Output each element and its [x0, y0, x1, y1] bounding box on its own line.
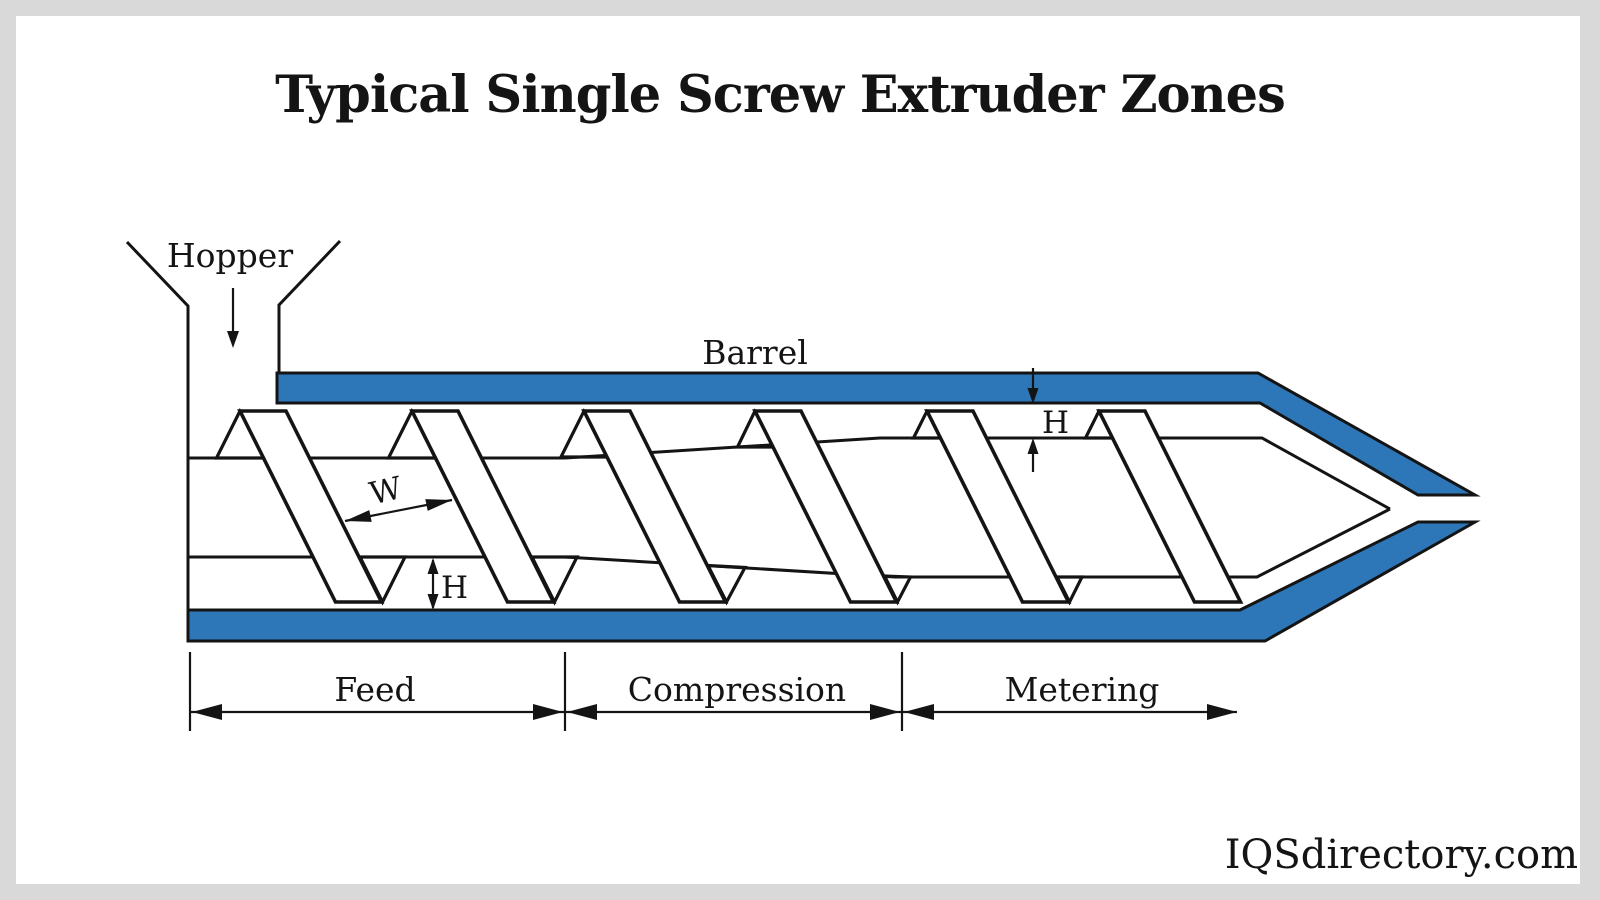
- zone-arrowhead: [1207, 704, 1237, 720]
- screw-flight: [752, 409, 900, 604]
- screw-flight: [581, 409, 729, 604]
- zone-arrowhead: [870, 704, 900, 720]
- watermark: IQSdirectory.com: [1225, 832, 1578, 878]
- h-metering-label: H: [1042, 405, 1069, 441]
- h-feed-label: H: [441, 570, 468, 606]
- screw-flight: [1096, 409, 1244, 604]
- h-metering-dimension: H: [1027, 368, 1069, 472]
- screw: [188, 408, 1391, 606]
- zone-arrowhead: [533, 704, 563, 720]
- screw-flight: [409, 409, 557, 604]
- zone-label-metering: Metering: [1005, 670, 1160, 709]
- h-feed-arrowhead-up: [427, 558, 439, 574]
- h-metering-arrowhead-down: [1027, 388, 1039, 404]
- screw-root-bottom-line: [188, 507, 1391, 579]
- h-metering-arrowhead-up: [1027, 438, 1039, 454]
- barrel-top-wall: [275, 371, 1481, 497]
- zone-dimensions: Feed Compression Metering: [188, 652, 1237, 731]
- dimensions: W H H Feed: [188, 368, 1237, 731]
- hopper-feed-arrowhead: [227, 331, 239, 348]
- barrel-label: Barrel: [702, 333, 808, 372]
- hopper-label: Hopper: [167, 236, 293, 275]
- hopper-right-wall: [277, 239, 342, 373]
- hopper: Hopper: [125, 236, 342, 641]
- zone-arrowhead: [192, 704, 222, 720]
- hopper-left-wall: [125, 240, 190, 641]
- zone-arrowhead: [904, 704, 934, 720]
- zone-arrowhead: [567, 704, 597, 720]
- h-feed-arrowhead-down: [427, 594, 439, 610]
- screw-flights: [237, 409, 1244, 604]
- screw-flight: [237, 409, 385, 604]
- zone-label-compression: Compression: [628, 670, 846, 709]
- h-feed-dimension: H: [427, 558, 468, 610]
- screw-flight: [924, 409, 1072, 604]
- w-arrowhead-left: [345, 510, 372, 522]
- w-arrowhead-right: [425, 499, 452, 511]
- page-title: Typical Single Screw Extruder Zones: [275, 65, 1285, 125]
- zone-label-feed: Feed: [334, 670, 415, 709]
